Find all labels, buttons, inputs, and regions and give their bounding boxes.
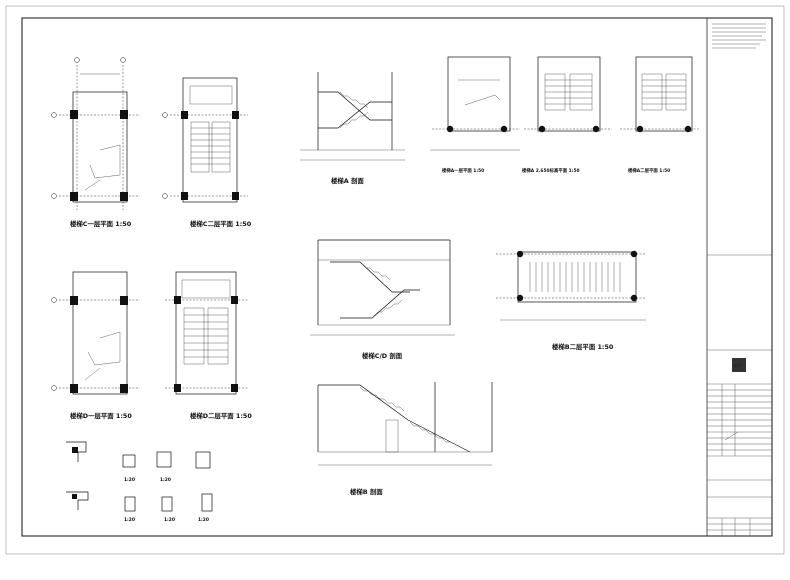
label-stair-a-1f: 楼梯A一层平面 1:50 <box>442 167 484 174</box>
outer-frame <box>5 5 785 555</box>
stair-treads-c <box>190 121 231 173</box>
inner-frame <box>21 17 773 537</box>
section-stair-cd <box>310 239 455 336</box>
stair-treads-d <box>183 307 229 365</box>
label-detail-5: 1:20 <box>198 517 209 523</box>
label-stair-cd-section: 楼梯C/D 剖面 <box>362 351 403 360</box>
label-detail-3: 1:20 <box>124 517 135 523</box>
plan-stair-b-2f <box>496 250 646 321</box>
plan-stair-a-2f <box>620 56 700 133</box>
label-stair-d-1f: 楼梯D一层平面 1:50 <box>70 411 132 420</box>
section-stair-b <box>317 382 493 466</box>
label-stair-b-2f: 楼梯B二层平面 1:50 <box>552 342 614 351</box>
title-block: 设计院 <box>706 18 772 536</box>
label-detail-1: 1:20 <box>124 477 135 483</box>
plan-stair-a-1f <box>430 56 520 151</box>
label-detail-2: 1:20 <box>160 477 171 483</box>
company-logo <box>732 358 746 372</box>
plan-stair-c-1f <box>51 57 140 210</box>
plan-stair-c-2f <box>162 77 248 203</box>
detail-sections <box>66 441 213 512</box>
label-stair-a-2650: 楼梯A 2.650标高平面 1:50 <box>522 167 580 174</box>
stair-treads-b <box>529 262 621 292</box>
label-stair-c-1f: 楼梯C一层平面 1:50 <box>70 219 132 228</box>
plan-stair-d-1f <box>51 271 140 395</box>
label-stair-b-section: 楼梯B 剖面 <box>350 487 383 496</box>
plan-stair-d-2f <box>165 271 248 395</box>
label-stair-a-2f: 楼梯A二层平面 1:50 <box>628 167 670 174</box>
label-detail-4: 1:20 <box>164 517 175 523</box>
section-stair-a <box>300 72 405 161</box>
company-logo-text: 设计院 <box>734 363 742 367</box>
label-stair-c-2f: 楼梯C二层平面 1:50 <box>190 219 252 228</box>
label-stair-d-2f: 楼梯D二层平面 1:50 <box>190 411 252 420</box>
plan-stair-a-2650 <box>524 56 612 133</box>
label-stair-a-section: 楼梯A 剖面 <box>331 176 364 185</box>
